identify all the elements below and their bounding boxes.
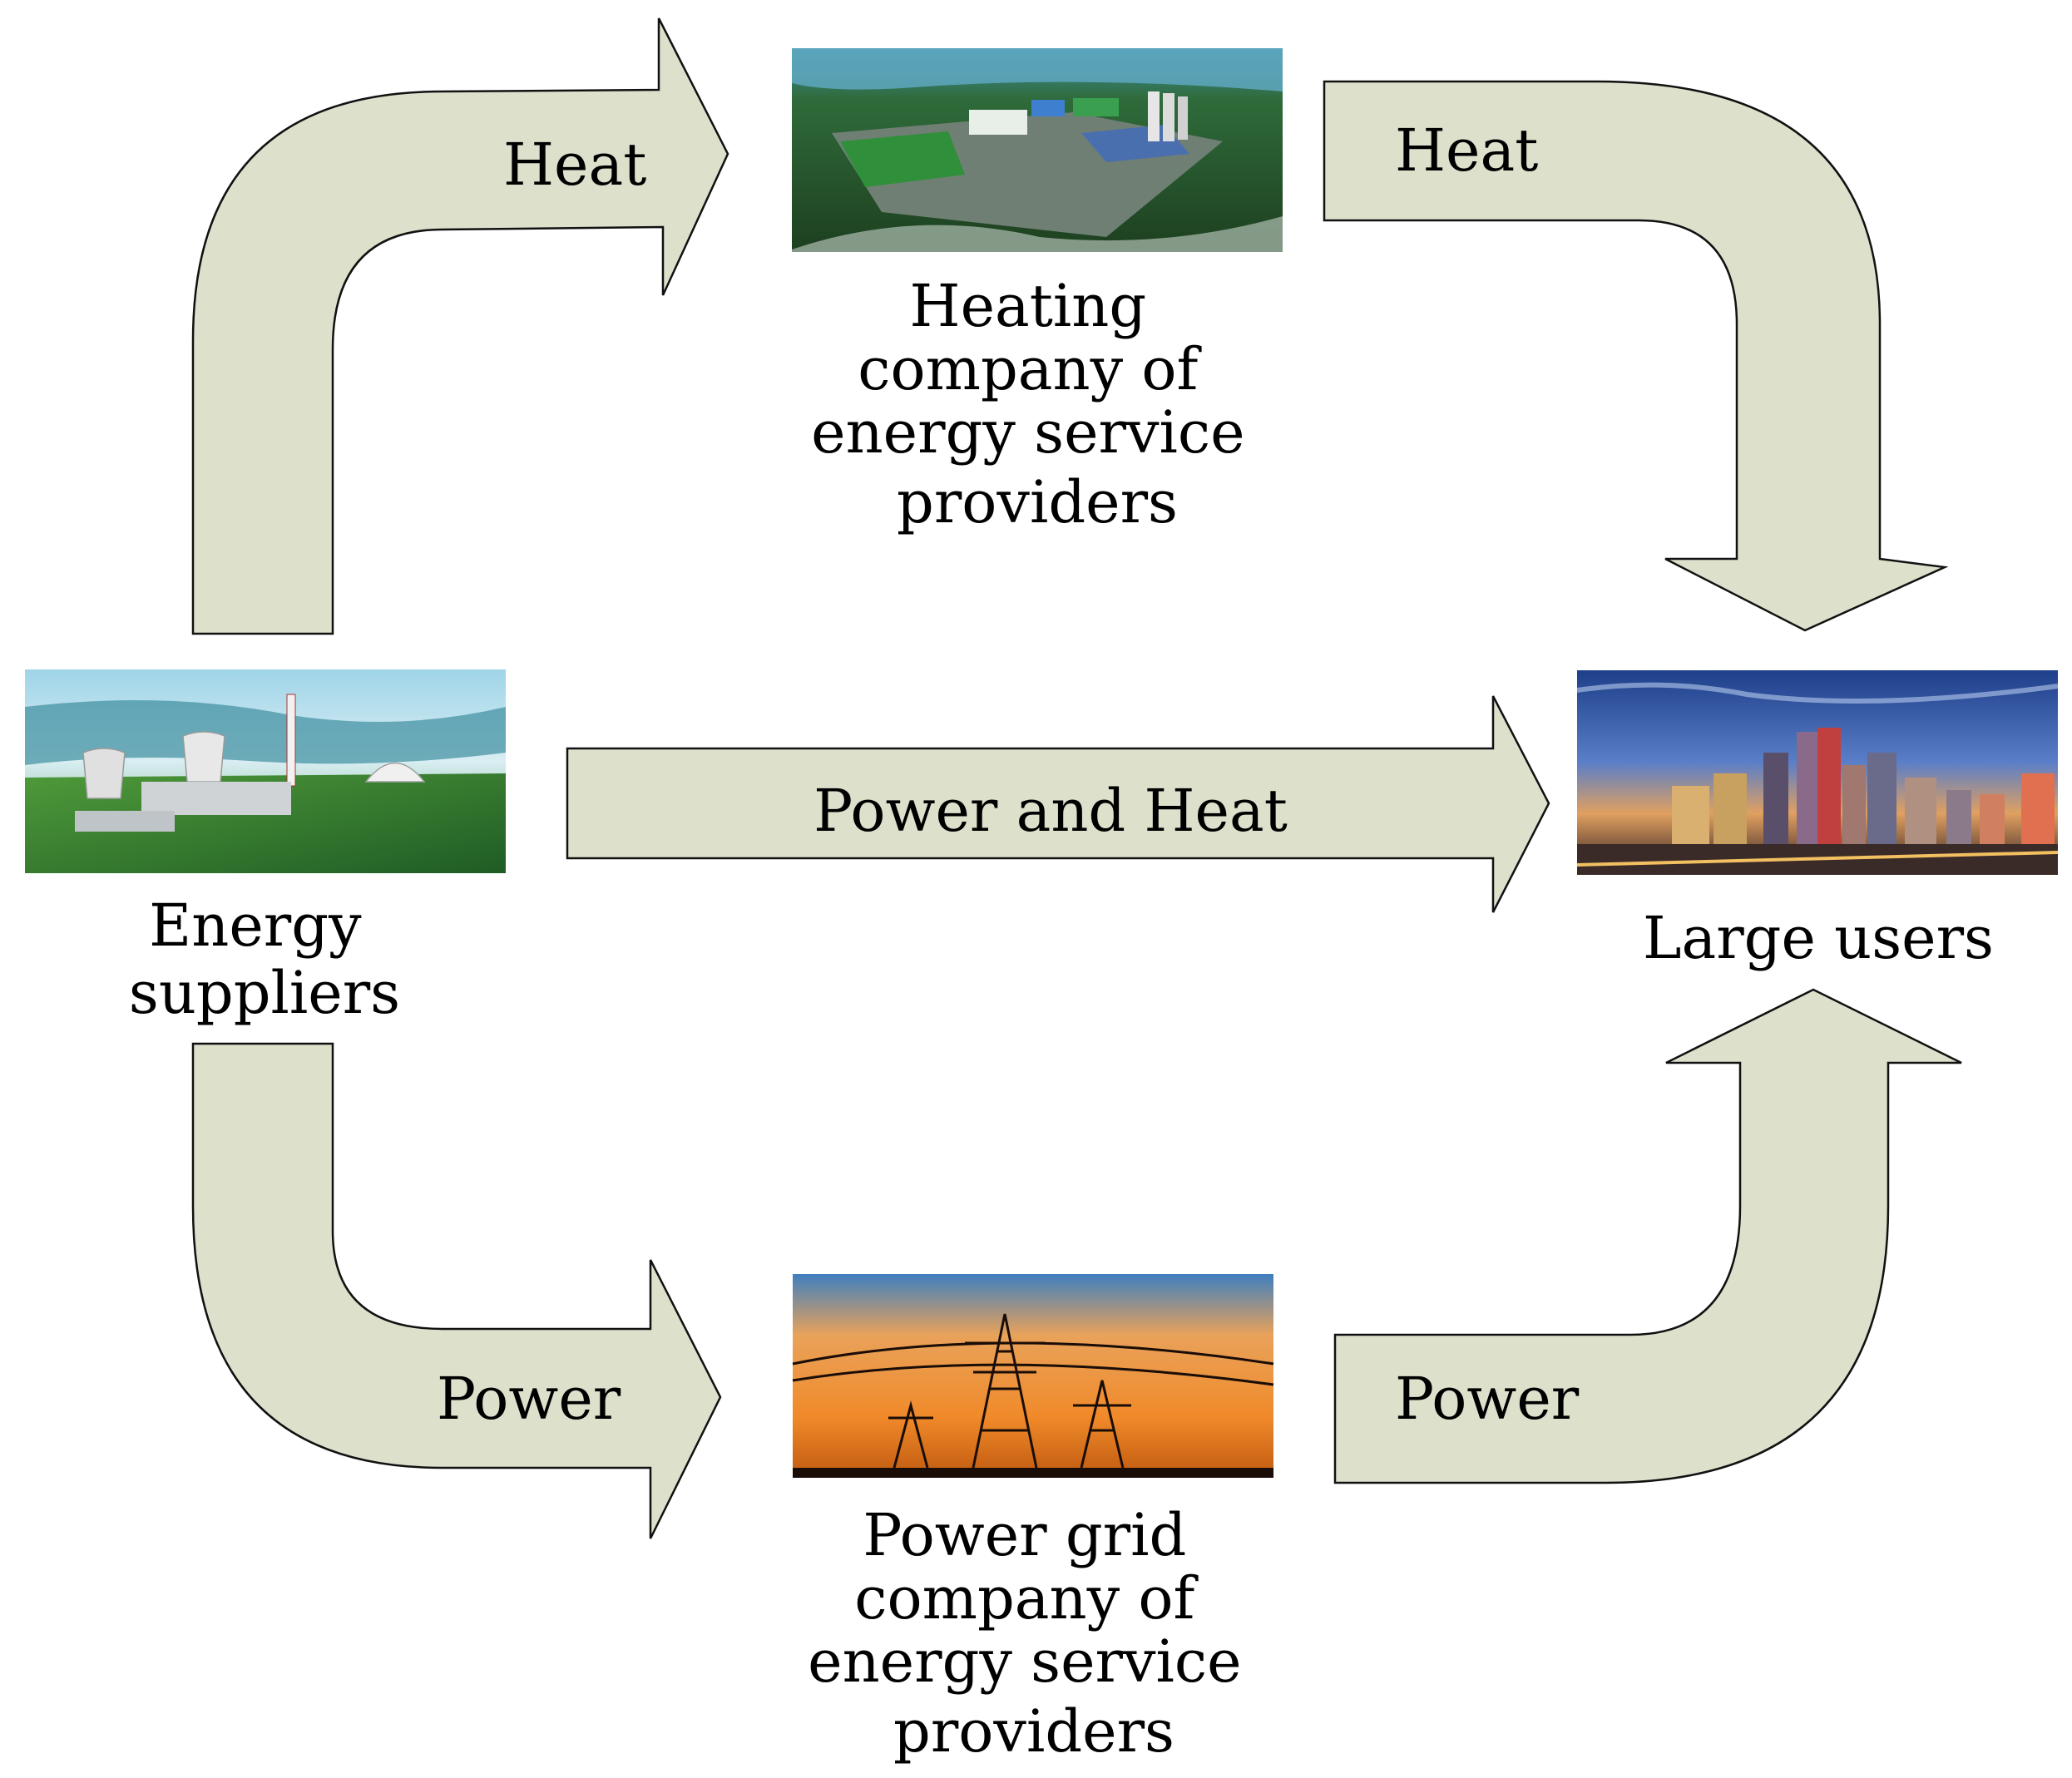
arrow-heating-to-users [1323, 80, 1949, 632]
flow-label-supplier-to-users: Power and Heat [813, 777, 1288, 845]
city-skyline-night-picture [1576, 670, 2059, 875]
flow-label-grid-to-users: Power [1395, 1365, 1580, 1433]
heating-plant-aerial-picture [792, 48, 1283, 252]
label-large-users: Large users [1643, 904, 1994, 972]
label-heating-company: Heating company of energy service provid… [811, 272, 1263, 536]
arrow-supplier-to-users [566, 695, 1550, 913]
flow-label-supplier-to-heating: Heat [503, 131, 646, 199]
arrow-supplier-to-grid [191, 1042, 722, 1539]
label-energy-suppliers: Energy suppliers [129, 891, 400, 1027]
arrow-grid-to-users [1333, 988, 1962, 1484]
label-power-grid-company: Power grid company of energy service pro… [808, 1501, 1260, 1766]
flow-label-heating-to-users: Heat [1395, 116, 1538, 185]
transmission-towers-sunset-picture [792, 1274, 1274, 1478]
power-plant-picture [25, 669, 506, 873]
arrow-supplier-to-heating [191, 17, 729, 635]
flow-label-supplier-to-grid: Power [437, 1365, 621, 1433]
